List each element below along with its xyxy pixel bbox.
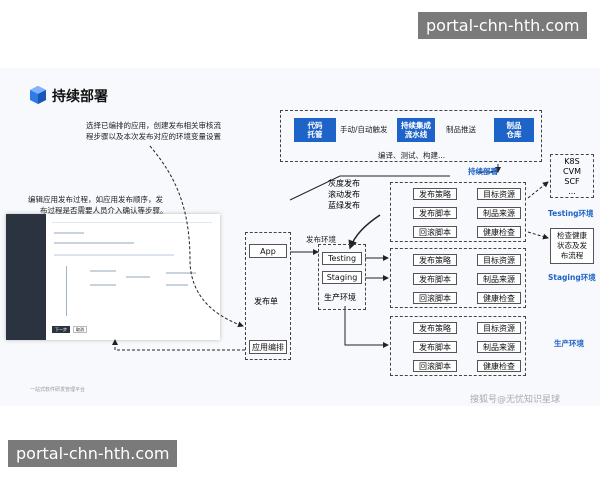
page-title: 持续部署 [52, 89, 108, 105]
watermark-bottom: portal-chn-hth.com [8, 440, 178, 467]
cube-icon [30, 86, 46, 104]
screenshot-cancel-button: 取消 [73, 326, 87, 333]
production-health: 健康检查 [477, 360, 521, 372]
target-scf: SCF [564, 177, 580, 186]
screenshot-next-button: 下一步 [52, 326, 70, 333]
screenshot-sidebar [6, 214, 46, 340]
target-cvm: CVM [563, 167, 581, 176]
production-strategy: 发布策略 [413, 322, 457, 334]
testing-rollback: 回滚脚本 [413, 226, 457, 238]
production-rollback: 回滚脚本 [413, 360, 457, 372]
target-more: ... [568, 187, 576, 196]
env-staging: Staging [322, 271, 362, 284]
build-label: 编译、测试、构建... [378, 151, 446, 160]
staging-target: 目标资源 [477, 254, 521, 266]
note-left: 编辑应用发布过程，如应用发布顺序，发 布过程是否需要人员介入确认等步骤。 [28, 195, 168, 215]
push-label: 制品推送 [446, 125, 476, 134]
staging-script: 发布脚本 [413, 273, 457, 285]
staging-grid: 发布策略 目标资源 发布脚本 制品来源 回滚脚本 健康检查 [390, 248, 526, 308]
testing-grid: 发布策略 目标资源 发布脚本 制品来源 回滚脚本 健康检查 [390, 182, 526, 242]
ci-pipeline-box: 持续集成 流水线 [397, 118, 435, 142]
env-testing: Testing [322, 252, 362, 265]
health-check-box: 检查健康 状态及发 布流程 [550, 228, 594, 264]
testing-script: 发布脚本 [413, 207, 457, 219]
production-script: 发布脚本 [413, 341, 457, 353]
env-production: 生产环境 [324, 293, 356, 302]
sohu-watermark: 搜狐号@无忧知识星球 [470, 395, 561, 405]
watermark-top: portal-chn-hth.com [418, 12, 588, 39]
staging-strategy: 发布策略 [413, 254, 457, 266]
testing-env-label: Testing环境 [548, 209, 594, 218]
pipeline-frame [280, 110, 542, 162]
production-env-label: 生产环境 [554, 339, 584, 348]
testing-health: 健康检查 [477, 226, 521, 238]
cd-label: 持续部署 [468, 167, 498, 176]
note-top: 选择已编排的应用，创建发布相关审核流 程步骤以及本次发布对应的环境变量设置 [86, 121, 221, 141]
testing-target: 目标资源 [477, 188, 521, 200]
staging-health: 健康检查 [477, 292, 521, 304]
testing-strategy: 发布策略 [413, 188, 457, 200]
release-strategies: 灰度发布 滚动发布 蓝绿发布 [328, 179, 360, 210]
production-target: 目标资源 [477, 322, 521, 334]
release-form-label: 发布单 [254, 297, 278, 306]
trigger-label: 手动/自动触发 [340, 125, 388, 134]
production-grid: 发布策略 目标资源 发布脚本 制品来源 回滚脚本 健康检查 [390, 316, 526, 376]
staging-rollback: 回滚脚本 [413, 292, 457, 304]
artifact-repo-box: 制品 仓库 [494, 118, 534, 142]
slide-footer: 一站式软件研发管理平台 [30, 387, 86, 393]
staging-source: 制品来源 [477, 273, 521, 285]
app-panel [245, 232, 291, 360]
code-hosting-box: 代码 托管 [294, 118, 336, 142]
app-box: App [249, 244, 287, 258]
env-title: 发布环境 [306, 235, 336, 244]
targets-box: K8S CVM SCF ... [550, 154, 594, 198]
target-k8s: K8S [564, 157, 580, 166]
production-source: 制品来源 [477, 341, 521, 353]
staging-env-label: Staging环境 [548, 273, 596, 282]
orchestration-box: 应用编排 [249, 340, 287, 354]
app-screenshot: 下一步 取消 [6, 214, 220, 340]
testing-source: 制品来源 [477, 207, 521, 219]
env-column [318, 244, 366, 310]
